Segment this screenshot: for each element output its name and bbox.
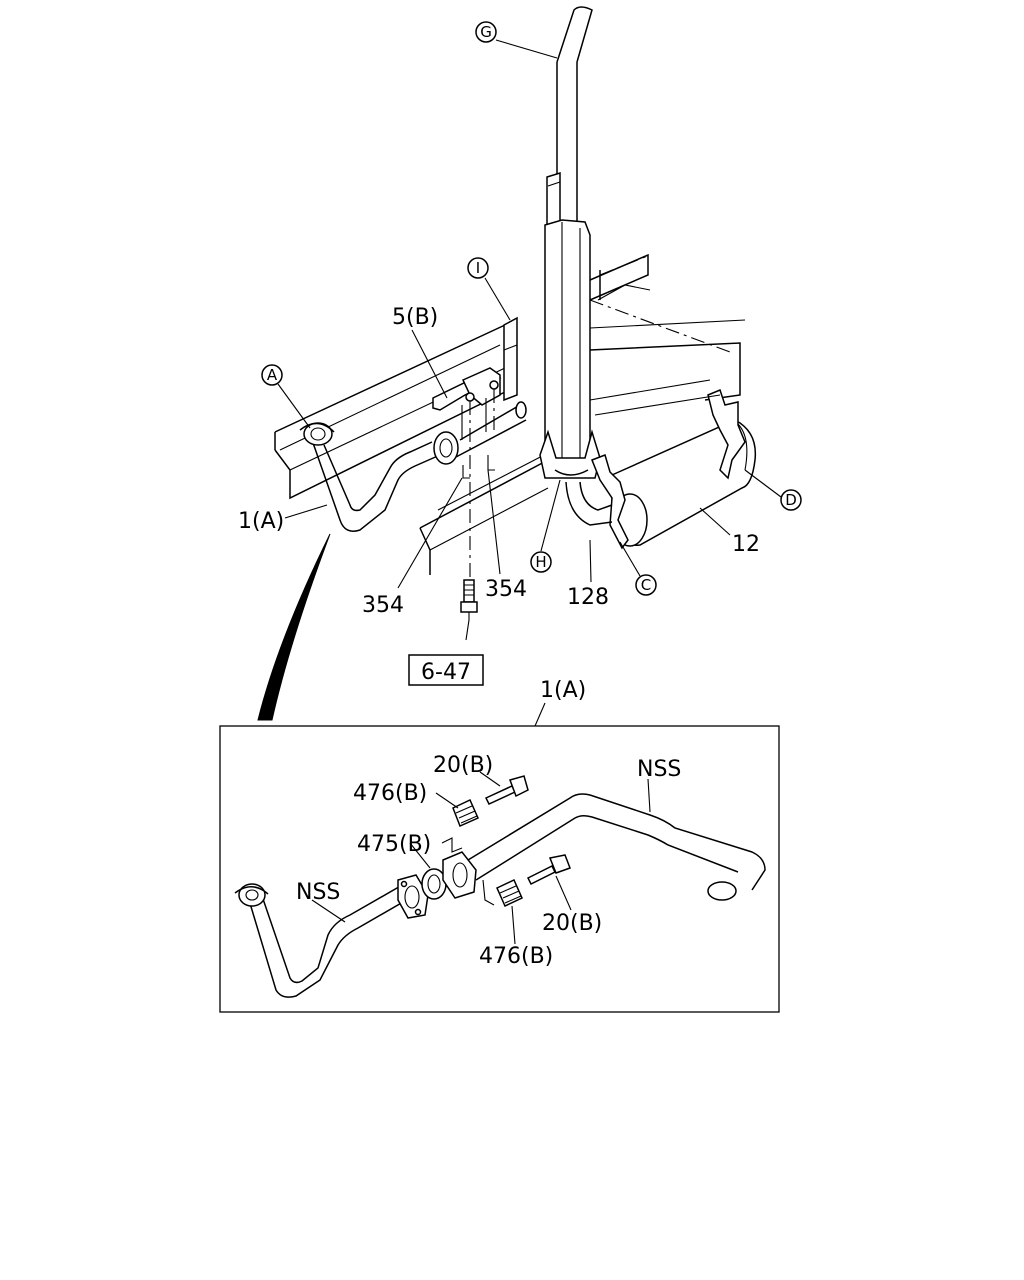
callout-g: G	[475, 21, 497, 43]
detail-title: 1(A)	[540, 678, 586, 703]
muffler	[565, 379, 757, 550]
svg-text:G: G	[480, 23, 492, 41]
label-12: 12	[732, 532, 760, 557]
label-354-left: 354	[362, 593, 404, 618]
ref-box-6-47: 6-47	[408, 654, 484, 686]
svg-text:6-47: 6-47	[421, 660, 471, 685]
callout-h: H	[530, 551, 552, 573]
detail-label-476b-top: 476(B)	[353, 781, 427, 806]
detail-label-20b-bottom: 20(B)	[542, 911, 602, 936]
chassis-frame	[274, 253, 746, 575]
bracket-5b	[432, 316, 518, 580]
detail-label-475b: 475(B)	[357, 832, 431, 857]
callout-c: C	[635, 574, 657, 596]
callout-d: D	[780, 489, 802, 511]
svg-text:I: I	[476, 259, 480, 277]
detail-pointer	[257, 533, 331, 721]
label-128: 128	[567, 585, 609, 610]
detail-label-476b-bottom: 476(B)	[479, 944, 553, 969]
callout-a: A	[261, 364, 283, 386]
leader-lines	[277, 39, 782, 641]
front-pipe	[299, 401, 527, 532]
label-5b: 5(B)	[392, 305, 438, 330]
detail-label-nss-right: NSS	[637, 757, 681, 782]
detail-box: 1(A)	[219, 678, 780, 1013]
label-354-right: 354	[485, 577, 527, 602]
detail-label-nss-left: NSS	[296, 880, 340, 905]
exhaust-stack	[539, 6, 601, 479]
detail-label-20b-top: 20(B)	[433, 753, 493, 778]
svg-text:D: D	[785, 491, 797, 509]
svg-text:H: H	[535, 553, 546, 571]
label-1a: 1(A)	[238, 509, 284, 534]
bolt-6-47	[460, 579, 478, 620]
svg-text:A: A	[267, 366, 278, 384]
svg-text:C: C	[641, 576, 651, 594]
callout-i: I	[467, 257, 489, 279]
